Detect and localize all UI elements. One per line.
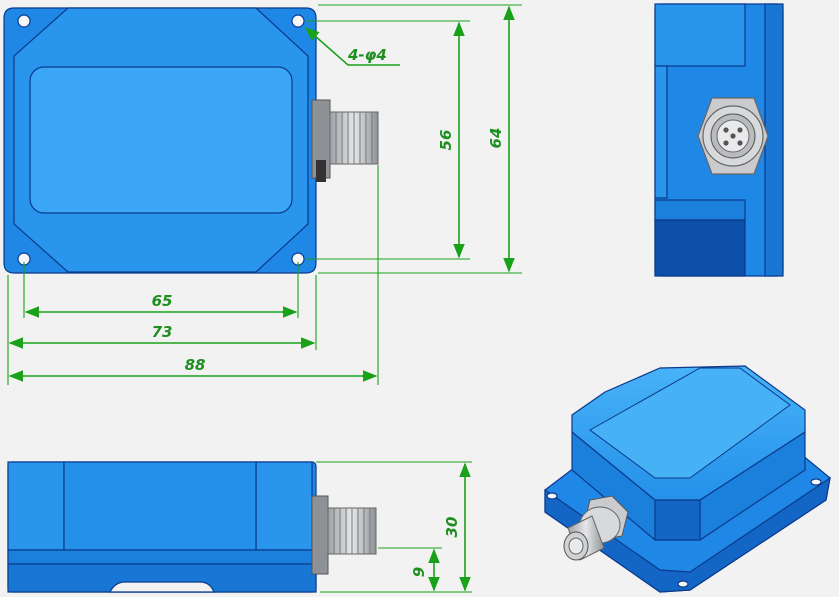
- hole-callout-leader: [304, 27, 400, 66]
- front-view-connector: [311, 495, 377, 575]
- dim-label-73: 73: [152, 323, 173, 341]
- mounting-hole-top-left: [17, 14, 31, 28]
- isometric-view: [544, 365, 831, 593]
- side-view-shadow-block: [654, 219, 746, 277]
- dim-label-65: 65: [152, 292, 173, 310]
- connector-face: [697, 97, 769, 175]
- mounting-hole-top-right: [291, 14, 305, 28]
- top-view-dimensions: 65 73 88 56 64 4-φ4: [7, 4, 522, 385]
- dim-label-64: 64: [487, 128, 505, 149]
- hole-callout-label: 4-φ4: [347, 46, 387, 64]
- top-view-connector: [311, 99, 379, 182]
- dim-label-88: 88: [185, 356, 206, 374]
- front-view-dimensions: 30 9: [316, 461, 472, 593]
- dim-label-30: 30: [443, 517, 461, 538]
- iso-connector: [563, 495, 629, 561]
- dim-label-56: 56: [437, 130, 455, 151]
- top-view: [3, 7, 379, 274]
- dim-label-9: 9: [410, 567, 428, 577]
- side-view-right: [654, 3, 784, 277]
- front-view: [7, 461, 377, 593]
- top-view-label-panel: [29, 66, 293, 214]
